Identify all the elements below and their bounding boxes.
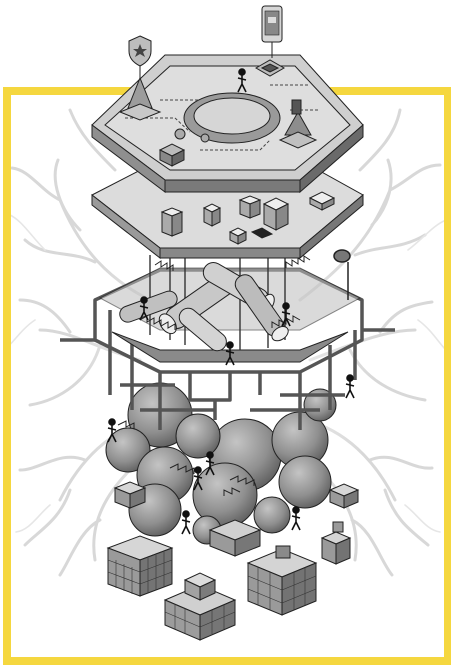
cube-cluster-left	[106, 535, 174, 597]
cylinders	[119, 262, 289, 352]
stick-figure-icon	[205, 451, 215, 476]
stairs-mid	[139, 255, 311, 330]
shield-star-icon	[128, 35, 152, 78]
stick-figure-icon	[139, 296, 149, 321]
cube-small-right	[320, 521, 352, 565]
stick-figure-icon	[193, 466, 203, 491]
smartphone-icon	[261, 5, 283, 58]
lamp-post	[333, 249, 351, 300]
cube-cluster-right	[246, 545, 318, 616]
stick-figure-icon	[181, 510, 191, 535]
cube-cluster-center	[163, 572, 237, 641]
stick-figure-icon	[345, 374, 355, 399]
top-deck-details	[118, 59, 318, 167]
stick-figure-icon	[107, 418, 117, 443]
stick-figure-icon	[225, 341, 235, 366]
stick-figure-icon	[291, 506, 301, 531]
small-blocks-lower	[113, 481, 360, 557]
stick-figure-icon	[237, 68, 247, 93]
stick-figure-icon	[281, 302, 291, 327]
top-deck	[91, 54, 364, 194]
stairs-lower	[117, 420, 255, 496]
